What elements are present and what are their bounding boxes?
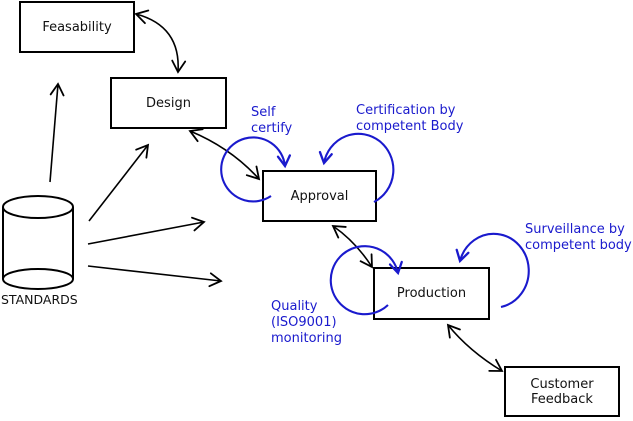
- arrow-standards-to-approval: [87, 216, 206, 245]
- annotation-surveillance-by-competent-body: Surveillance by competent body: [525, 222, 632, 253]
- standards-cylinder-icon: [2, 195, 74, 290]
- node-production-label: Production: [396, 286, 467, 301]
- annotation-quality-iso9001-monitoring: Quality (ISO9001) monitoring: [271, 299, 342, 346]
- node-production: Production: [373, 267, 490, 320]
- standards-datastore-label: STANDARDS: [1, 292, 78, 307]
- arrow-standards-to-feasability: [49, 82, 65, 183]
- node-design: Design: [110, 77, 227, 129]
- node-approval-label: Approval: [290, 188, 349, 204]
- node-feasability: Feasability: [19, 1, 135, 53]
- node-approval: Approval: [262, 170, 377, 222]
- arrow-production-customer-feedback: [446, 323, 504, 372]
- arrow-standards-to-design: [88, 143, 150, 222]
- node-customer-feedback-label: Customer Feedback: [530, 376, 594, 407]
- arrow-design-approval: [188, 128, 261, 181]
- arrow-feasability-design: [134, 9, 187, 74]
- annotation-self-certify: Self certify: [251, 105, 293, 136]
- node-design-label: Design: [146, 95, 191, 111]
- annotation-certification-by-competent-body: Certification by competent Body: [356, 103, 464, 134]
- node-feasability-label: Feasability: [42, 19, 112, 35]
- arrow-standards-to-production: [87, 265, 223, 288]
- arrow-approval-production: [331, 224, 373, 269]
- node-customer-feedback: Customer Feedback: [504, 366, 620, 417]
